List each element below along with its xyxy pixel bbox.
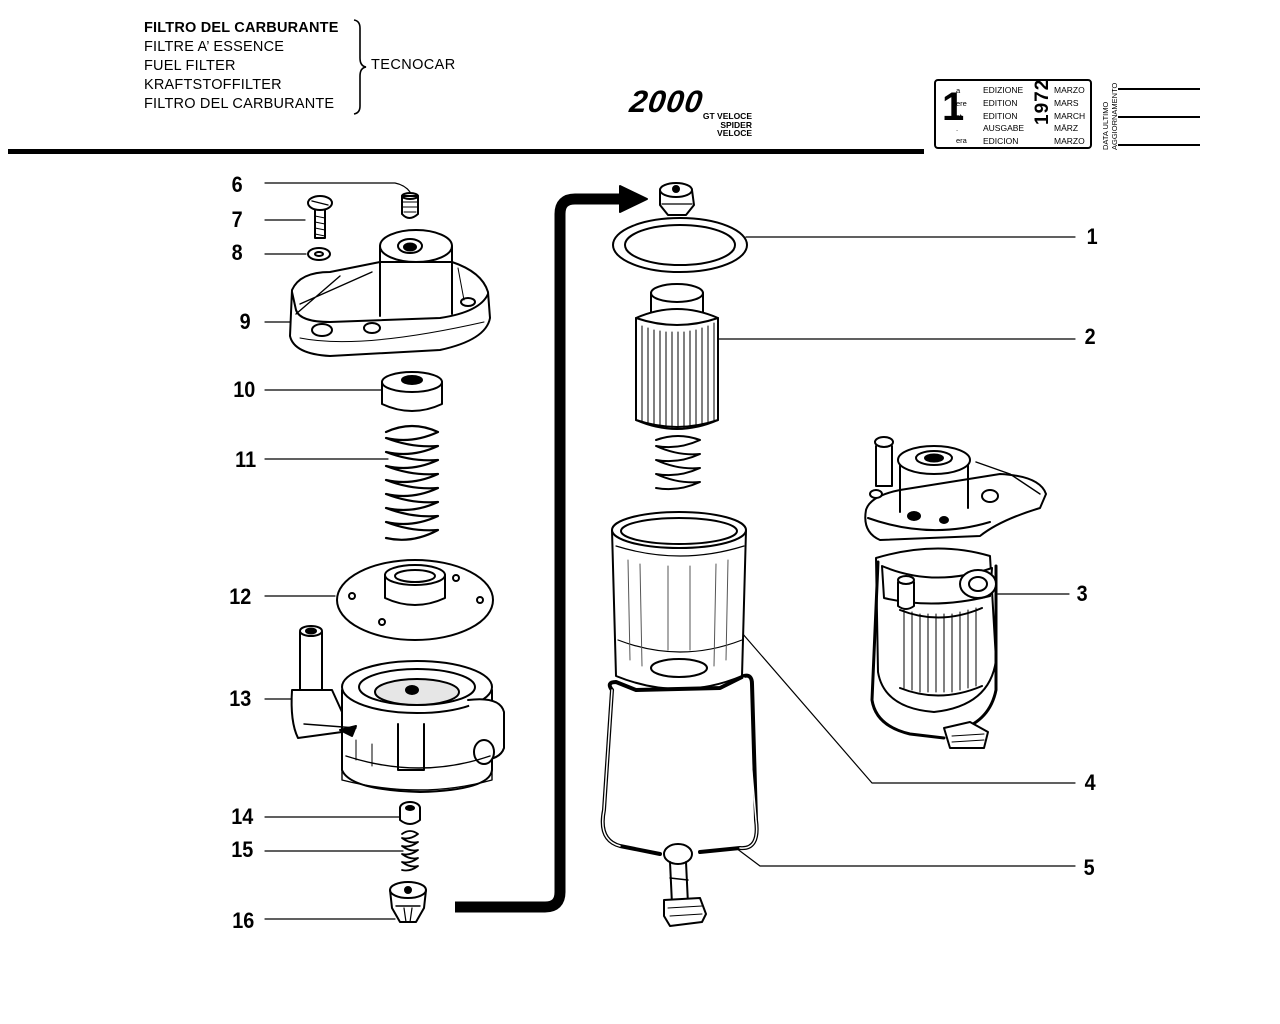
- callout-12: 12: [229, 584, 252, 609]
- title-italian: FILTRO DEL CARBURANTE: [144, 20, 339, 36]
- update-date-line: [1118, 144, 1200, 146]
- cup-icon: [381, 371, 443, 412]
- plug-icon: [401, 192, 419, 219]
- edition-month: MARZO: [1054, 136, 1085, 146]
- update-date-line: [1118, 116, 1200, 118]
- nut-icon: [399, 801, 421, 825]
- filter-cover-icon: [289, 229, 491, 357]
- callout-3: 3: [1076, 581, 1088, 606]
- edition-box: 1 a ere st . era EDIZIONE EDITION EDITIO…: [934, 79, 1092, 149]
- callout-15: 15: [231, 837, 254, 862]
- edition-number: 1: [942, 85, 965, 129]
- title-block: FILTRO DEL CARBURANTE FILTRE A’ ESSENCE …: [144, 19, 339, 114]
- header-rule: [8, 149, 924, 154]
- manufacturer-label: TECNOCAR: [371, 57, 456, 73]
- title-spanish: FILTRO DEL CARBURANTE: [144, 96, 335, 112]
- callout-1: 1: [1086, 224, 1098, 249]
- leader-lines-left: [264, 182, 411, 920]
- callout-7: 7: [231, 207, 243, 232]
- edition-month: MARS: [1054, 98, 1079, 108]
- bowl-retainer-icon: [600, 673, 759, 927]
- edition-month: MÄRZ: [1054, 123, 1079, 133]
- callout-11: 11: [235, 447, 257, 472]
- title-english: FUEL FILTER: [144, 58, 236, 74]
- cartridge-spring-icon: [655, 435, 701, 491]
- callout-6: 6: [231, 172, 243, 197]
- edition-month: MARZO: [1054, 85, 1085, 95]
- filter-body-icon: [290, 625, 505, 793]
- title-german: KRAFTSTOFFILTER: [144, 77, 282, 93]
- edition-label: EDITION: [983, 98, 1018, 108]
- model-line-spider: SPIDER VELOCE: [717, 119, 752, 138]
- edition-month: MARCH: [1054, 111, 1086, 121]
- screw-icon: [307, 195, 333, 239]
- update-date-line: [1118, 88, 1200, 90]
- edition-suffix: a: [956, 86, 961, 95]
- valve-icon: [389, 881, 427, 923]
- washer-icon: [307, 247, 331, 261]
- edition-suffix: era: [956, 136, 967, 145]
- callout-9: 9: [239, 309, 251, 334]
- edition-suffix: ere: [956, 99, 967, 108]
- valve-small-icon: [659, 182, 695, 216]
- model-lines: GT VELOCE SPIDER VELOCE: [688, 112, 752, 138]
- assembly-arrow-icon: [455, 185, 648, 913]
- callout-8: 8: [231, 240, 243, 265]
- edition-label: EDIZIONE: [983, 85, 1024, 95]
- model-line-gt: GT VELOCE: [702, 111, 752, 121]
- callout-5: 5: [1083, 855, 1095, 880]
- assembled-filter-icon: [864, 436, 1047, 749]
- callout-16: 16: [232, 908, 255, 933]
- edition-label: EDICION: [983, 136, 1019, 146]
- small-spring-icon: [401, 830, 419, 872]
- gasket-ring-icon: [612, 217, 748, 273]
- callout-4: 4: [1084, 770, 1096, 795]
- glass-bowl-icon: [611, 511, 747, 690]
- edition-suffix: st: [956, 112, 962, 121]
- leader-lines-right: [715, 236, 1076, 867]
- callout-14: 14: [231, 804, 254, 829]
- callout-10: 10: [233, 377, 256, 402]
- callout-2: 2: [1084, 324, 1096, 349]
- callout-13: 13: [229, 686, 252, 711]
- title-french: FILTRE A’ ESSENCE: [144, 39, 285, 55]
- edition-label: AUSGABE: [983, 123, 1025, 133]
- filter-cartridge-icon: [635, 283, 719, 430]
- brace-icon: [353, 19, 367, 115]
- spring-icon: [384, 424, 440, 541]
- edition-suffix: .: [956, 124, 959, 133]
- diaphragm-plate-icon: [336, 559, 494, 641]
- edition-label: EDITION: [983, 111, 1018, 121]
